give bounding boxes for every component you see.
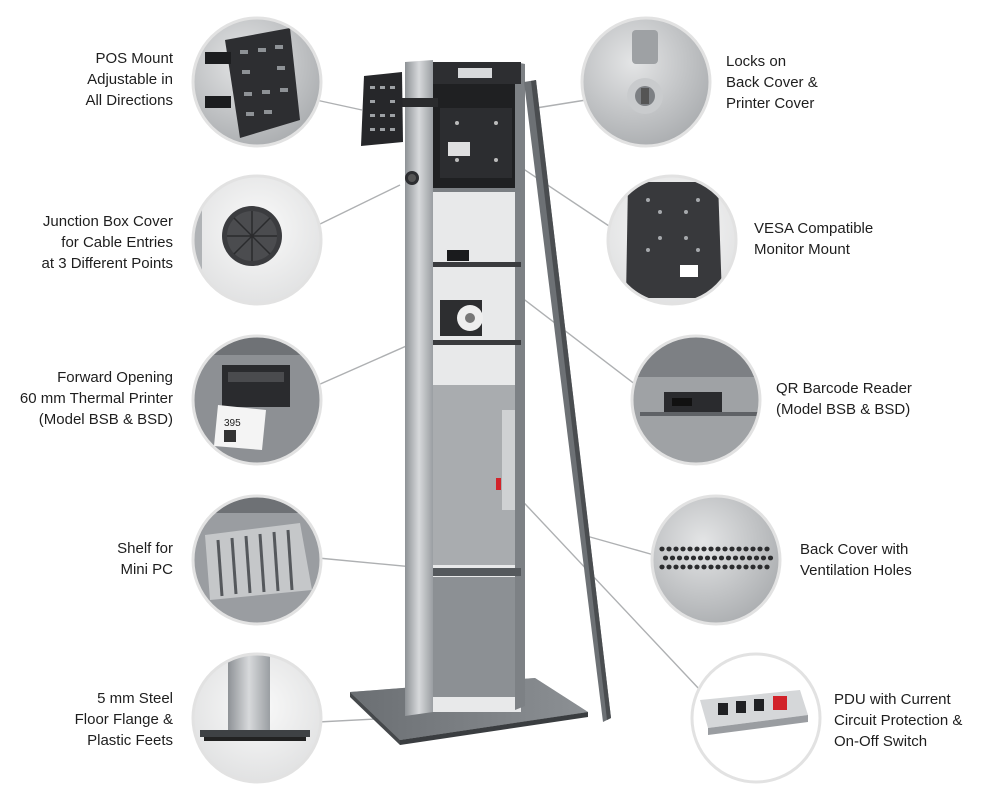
vent-hole <box>736 546 742 552</box>
vent-hole <box>743 546 749 552</box>
vent-hole <box>673 564 679 570</box>
vent-hole <box>662 555 669 561</box>
label-locks: Locks on Back Cover & Printer Cover <box>726 53 818 112</box>
pos-mount <box>361 72 438 146</box>
vent-hole <box>715 546 721 552</box>
vent-hole <box>676 555 683 561</box>
vent-holes <box>659 546 774 570</box>
detail-locks <box>581 17 711 147</box>
vent-hole <box>687 564 693 570</box>
vent-hole <box>764 564 770 570</box>
vent-hole <box>753 555 760 561</box>
label-floor-flange: 5 mm Steel Floor Flange & Plastic Feets <box>74 690 173 749</box>
label-shelf-pc: Shelf for Mini PC <box>117 540 173 578</box>
vent-hole <box>722 546 728 552</box>
vent-hole <box>690 555 697 561</box>
leader-locks <box>535 99 587 109</box>
detail-pos-mount <box>192 17 322 147</box>
vent-hole <box>739 555 746 561</box>
vent-hole <box>694 546 700 552</box>
vent-hole <box>697 555 704 561</box>
vent-hole <box>715 564 721 570</box>
detail-back-cover <box>651 495 781 625</box>
receipt-number: 395 <box>224 418 241 429</box>
vent-hole <box>708 546 714 552</box>
vent-hole <box>764 546 770 552</box>
label-qr-reader: QR Barcode Reader (Model BSB & BSD) <box>776 380 912 418</box>
vent-hole <box>718 555 725 561</box>
label-thermal-printer: Forward Opening 60 mm Thermal Printer (M… <box>19 369 173 428</box>
detail-vesa <box>607 175 737 305</box>
vent-hole <box>659 564 665 570</box>
vent-hole <box>757 564 763 570</box>
leader-pdu <box>511 489 701 691</box>
vent-hole <box>687 546 693 552</box>
vent-hole <box>673 546 679 552</box>
leader-lines <box>315 99 701 723</box>
vent-hole <box>708 564 714 570</box>
vent-hole <box>767 555 774 561</box>
vent-hole <box>729 546 735 552</box>
detail-shelf <box>192 495 322 625</box>
vent-hole <box>725 555 732 561</box>
label-back-cover: Back Cover with Ventilation Holes <box>800 541 912 579</box>
leader-back-cover <box>582 534 655 556</box>
vent-hole <box>711 555 718 561</box>
detail-junction-box <box>192 175 322 305</box>
vent-hole <box>666 564 672 570</box>
leader-junction <box>317 184 401 226</box>
vent-hole <box>729 564 735 570</box>
vent-hole <box>694 564 700 570</box>
vent-hole <box>760 555 767 561</box>
vent-hole <box>669 555 676 561</box>
back-cover-panel <box>524 80 611 722</box>
vent-hole <box>704 555 711 561</box>
label-vesa: VESA Compatible Monitor Mount <box>754 220 874 258</box>
vent-hole <box>683 555 690 561</box>
vent-hole <box>746 555 753 561</box>
vent-hole <box>750 564 756 570</box>
vent-hole <box>666 546 672 552</box>
vent-hole <box>743 564 749 570</box>
vent-hole <box>757 546 763 552</box>
label-pos-mount: POS Mount Adjustable in All Directions <box>85 50 173 109</box>
vent-hole <box>680 564 686 570</box>
vent-hole <box>736 564 742 570</box>
detail-floor-flange <box>192 653 322 783</box>
circle-borders <box>191 16 822 784</box>
vent-hole <box>701 546 707 552</box>
vent-hole <box>659 546 665 552</box>
label-junction-box: Junction Box Cover for Cable Entries at … <box>41 213 173 272</box>
leader-pos-mount <box>315 99 363 111</box>
detail-pdu <box>691 653 821 783</box>
vent-hole <box>722 564 728 570</box>
kiosk-body <box>405 60 525 716</box>
vent-hole <box>732 555 739 561</box>
vent-hole <box>701 564 707 570</box>
label-pdu: PDU with Current Circuit Protection & On… <box>834 691 963 750</box>
vent-hole <box>750 546 756 552</box>
vent-hole <box>680 546 686 552</box>
